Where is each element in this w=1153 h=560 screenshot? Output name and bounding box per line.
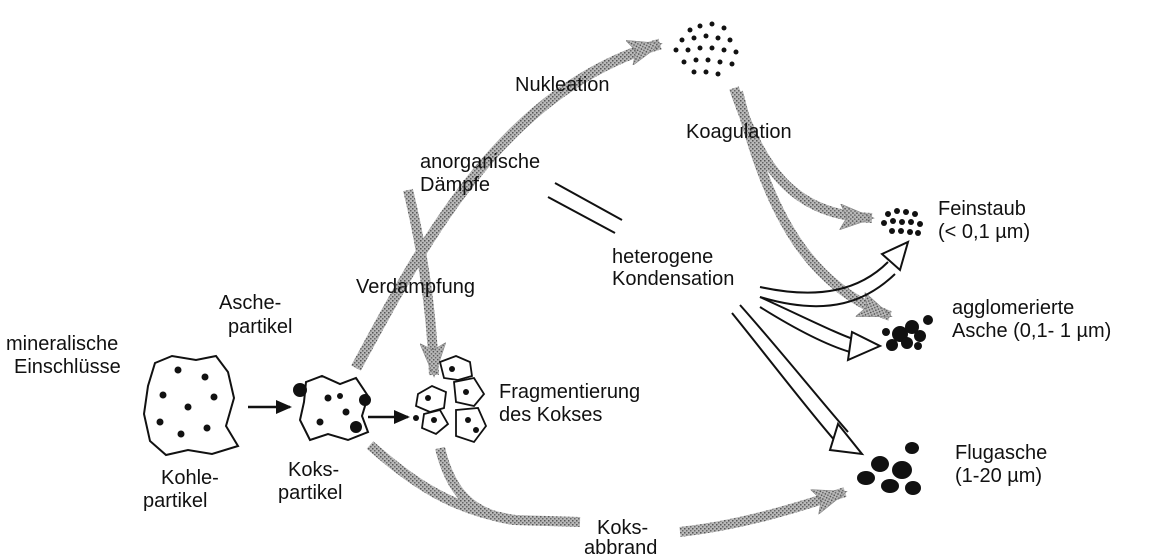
- koksabbrand-label-1: Koks-: [597, 517, 649, 539]
- einschluesse-label: Einschlüsse: [14, 356, 121, 378]
- flugasche-particles: [857, 442, 921, 495]
- verdampfung-arrow: [408, 188, 434, 375]
- kohle-particle: [142, 354, 240, 457]
- des-kokses-label: des Kokses: [499, 404, 603, 426]
- asche-size-label: Asche (0,1- 1 µm): [952, 320, 1112, 342]
- asche-partikel-label-1: Asche-: [219, 292, 282, 314]
- kondensation-label: Kondensation: [612, 268, 735, 290]
- nukleation-label: Nukleation: [515, 74, 610, 96]
- verdampfung-label: Verdampfung: [356, 276, 475, 298]
- koks-label-1: Koks-: [288, 459, 340, 481]
- fragment-particles: [413, 355, 488, 444]
- kohle-label-1: Kohle-: [161, 467, 219, 489]
- anorganische-label: anorganische: [420, 151, 541, 173]
- koagulation-label: Koagulation: [686, 121, 792, 143]
- agglomerierte-label: agglomerierte: [952, 297, 1075, 319]
- koksabbrand-label-2: abbrand: [584, 537, 658, 559]
- mineralische-label: mineralische: [6, 333, 119, 355]
- nucleation-cluster: [673, 21, 739, 77]
- koksabbrand-arrow-right: [679, 492, 845, 537]
- feinstaub-label: Feinstaub: [938, 198, 1026, 220]
- koksabbrand-arrow-frag: [435, 446, 581, 527]
- heterogene-label: heterogene: [612, 246, 714, 268]
- kohle-label-2: partikel: [143, 490, 208, 512]
- daempfe-label: Dämpfe: [420, 174, 491, 196]
- nukleation-arrow: [351, 44, 660, 371]
- agglomerated-ash: [882, 315, 933, 351]
- asche-partikel-label-2: partikel: [228, 316, 293, 338]
- flugasche-size-label: (1-20 µm): [955, 465, 1043, 487]
- koks-particle: [293, 374, 371, 442]
- fragmentierung-label: Fragmentierung: [499, 381, 641, 403]
- flugasche-label: Flugasche: [955, 442, 1048, 464]
- condensation-arrows: [547, 182, 910, 456]
- koks-label-2: partikel: [278, 482, 343, 504]
- feinstaub-size-label: (< 0,1 µm): [938, 221, 1031, 243]
- feinstaub-cluster: [881, 208, 923, 236]
- koagulation-arrow-asche: [733, 90, 890, 316]
